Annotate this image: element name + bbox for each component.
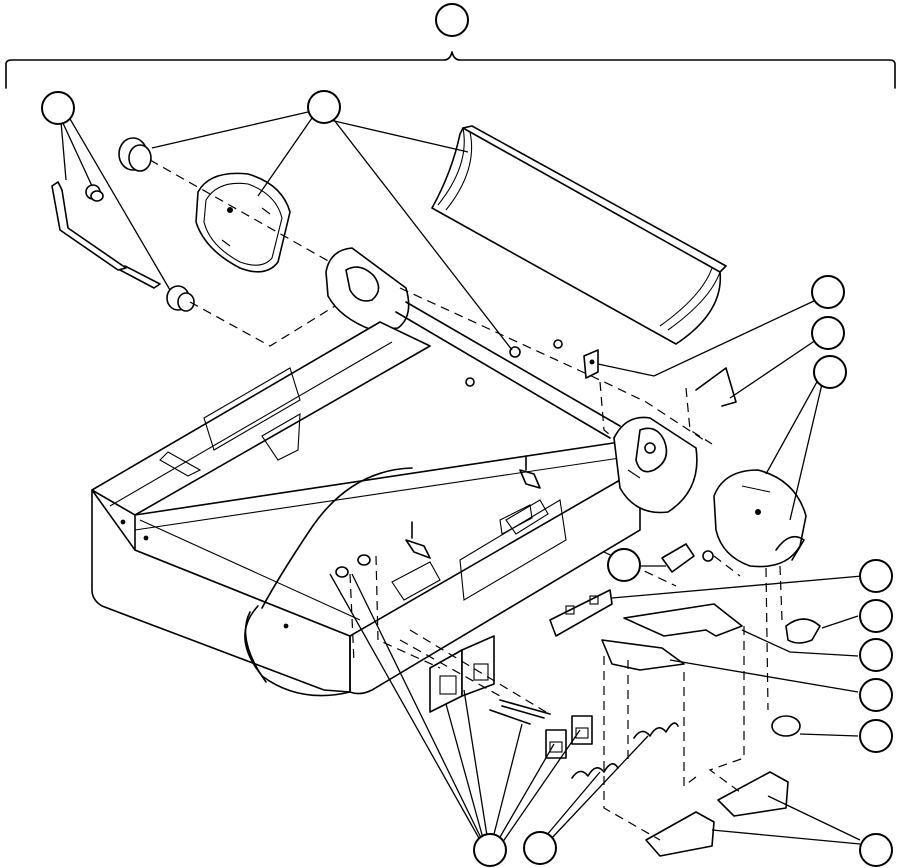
left-trunnion bbox=[325, 247, 621, 439]
plate-lower bbox=[601, 639, 685, 671]
assembly-bracket bbox=[5, 51, 896, 89]
left-pin-parts bbox=[51, 181, 195, 312]
leader-lines bbox=[55, 107, 863, 847]
plate-a-callout bbox=[859, 638, 893, 672]
springs bbox=[571, 722, 679, 779]
bolt-callout bbox=[473, 833, 507, 867]
spring-callout bbox=[523, 831, 557, 865]
assembly-callout bbox=[435, 3, 469, 37]
lever-rod-callout bbox=[811, 316, 845, 350]
release-cable bbox=[244, 467, 413, 697]
bolts bbox=[489, 699, 551, 725]
small-clips bbox=[545, 715, 593, 759]
plate-b-callout bbox=[859, 678, 893, 712]
square-brackets bbox=[429, 635, 495, 713]
seat-frame bbox=[91, 321, 641, 695]
frame-screws bbox=[335, 339, 563, 578]
pivot-pin bbox=[661, 367, 737, 573]
roller-cap-callout bbox=[859, 599, 893, 633]
button-cap bbox=[771, 715, 801, 737]
end-cap-small bbox=[118, 137, 152, 172]
pad-callout bbox=[859, 833, 893, 867]
spring-clip-callout bbox=[811, 275, 845, 309]
latch-bracket bbox=[549, 589, 613, 637]
callouts bbox=[41, 3, 893, 867]
button-cap-callout bbox=[859, 719, 893, 753]
roller-cap bbox=[785, 618, 821, 644]
right-housing bbox=[713, 469, 807, 568]
right-trunnion bbox=[583, 349, 698, 514]
pin-retainer-callout bbox=[41, 91, 75, 125]
pads bbox=[645, 771, 789, 857]
plate-upper bbox=[623, 603, 743, 637]
left-housing bbox=[195, 172, 291, 273]
pivot-pin-callout bbox=[607, 548, 641, 582]
right-trunnion-callout bbox=[813, 355, 847, 389]
trunnion-parts-callout bbox=[307, 90, 341, 124]
latch-bracket-callout bbox=[859, 559, 893, 593]
long-cover bbox=[431, 125, 727, 345]
